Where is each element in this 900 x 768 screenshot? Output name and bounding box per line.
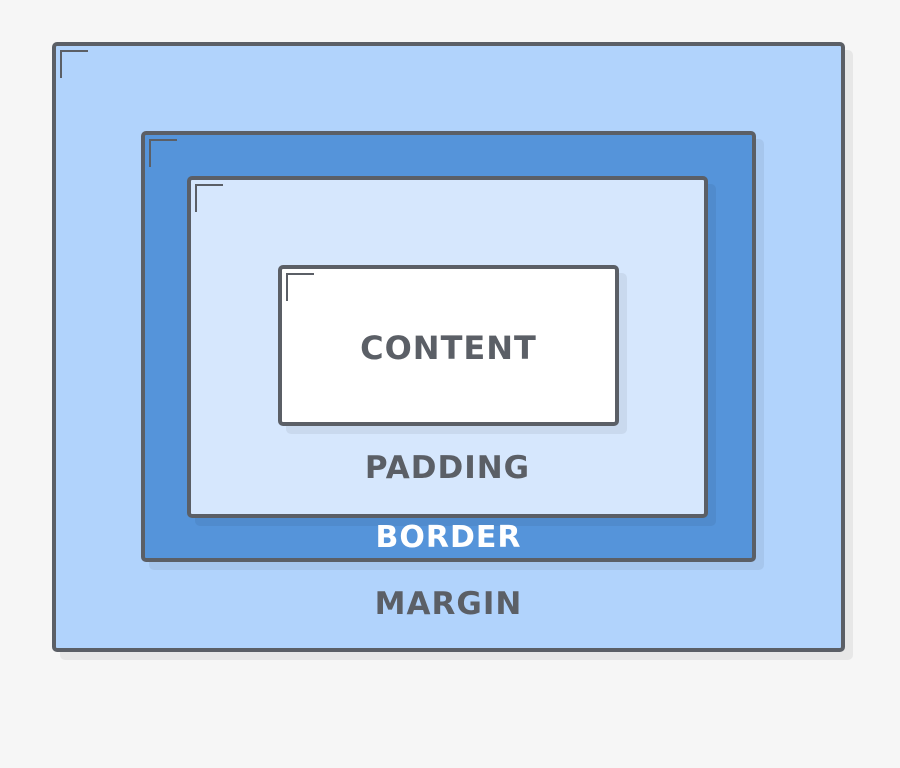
padding-label: PADDING	[364, 450, 531, 486]
content-area	[278, 265, 619, 426]
margin-label: MARGIN	[374, 586, 523, 622]
content-label: CONTENT	[360, 329, 537, 367]
border-label: BORDER	[375, 520, 522, 555]
